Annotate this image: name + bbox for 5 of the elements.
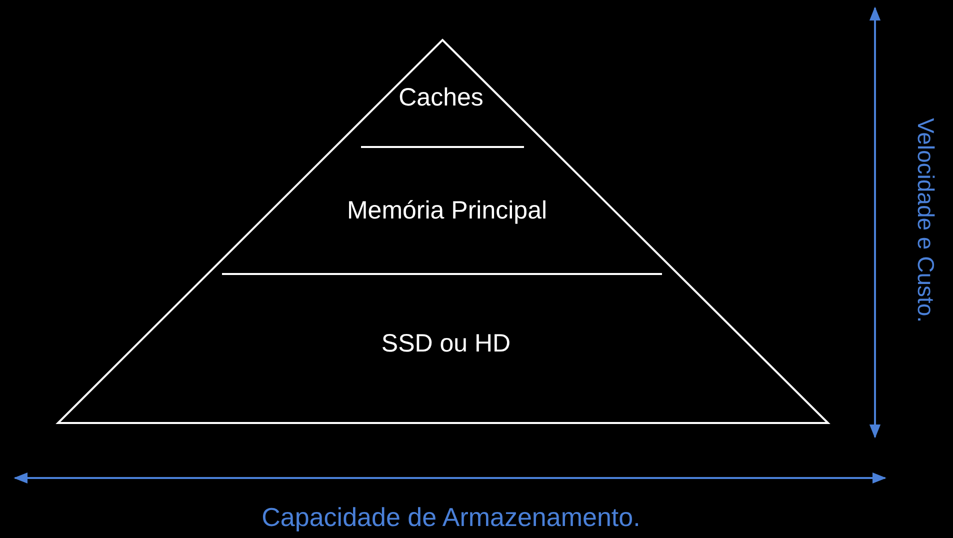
axis-label: Velocidade e Custo.: [914, 118, 937, 323]
axis-label: Capacidade de Armazenamento.: [262, 503, 640, 532]
tier-label: Caches: [398, 84, 484, 112]
tier-label: SSD ou HD: [381, 330, 511, 358]
tier-label: Memória Principal: [346, 197, 548, 225]
